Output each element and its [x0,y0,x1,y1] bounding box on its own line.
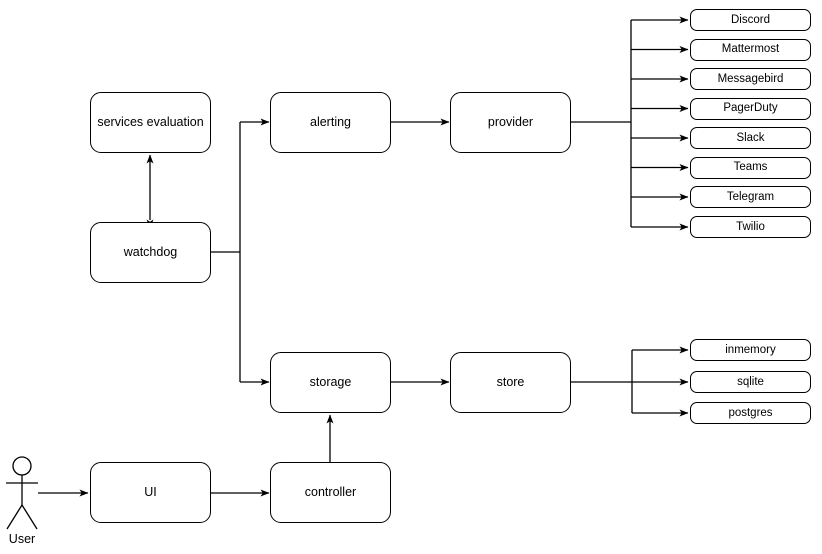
node-provider[interactable]: provider [450,92,571,153]
node-provider-mattermost[interactable]: Mattermost [690,38,811,61]
node-services-evaluation[interactable]: services evaluation [90,92,211,153]
node-store[interactable]: store [450,352,571,413]
node-provider-telegram[interactable]: Telegram [690,186,811,208]
node-provider-twilio[interactable]: Twilio [690,216,811,238]
node-watchdog[interactable]: watchdog [90,222,211,283]
node-provider-discord[interactable]: Discord [690,9,811,31]
node-alerting[interactable]: alerting [270,92,391,153]
node-ui[interactable]: UI [90,462,211,523]
user-actor-label: User [8,532,36,546]
node-store-inmemory[interactable]: inmemory [690,339,811,361]
node-storage[interactable]: storage [270,352,391,413]
node-store-postgres[interactable]: postgres [690,402,811,424]
node-provider-teams[interactable]: Teams [690,156,811,179]
node-provider-slack[interactable]: Slack [690,127,811,149]
node-provider-pagerduty[interactable]: PagerDuty [690,97,811,120]
node-controller[interactable]: controller [270,462,391,523]
node-store-sqlite[interactable]: sqlite [690,371,811,393]
user-actor-figure [6,456,38,530]
node-provider-messagebird[interactable]: Messagebird [690,68,811,90]
